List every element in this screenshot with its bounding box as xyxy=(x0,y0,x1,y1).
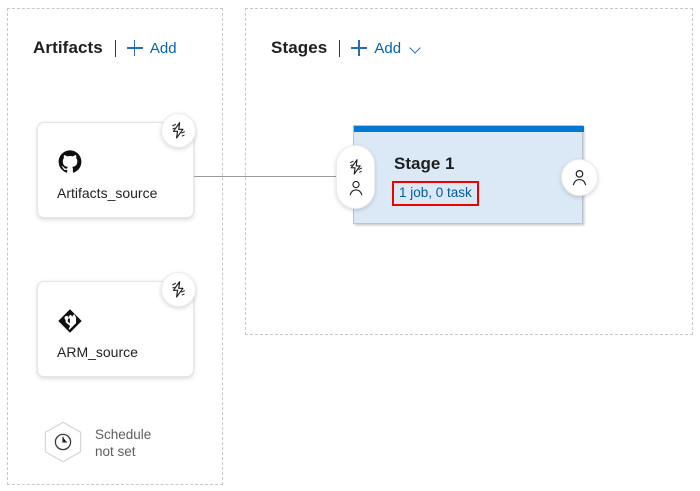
person-icon xyxy=(570,168,589,187)
post-deployment-conditions-button[interactable] xyxy=(561,159,598,196)
stages-header: Stages Add xyxy=(271,38,421,58)
plus-icon xyxy=(351,40,368,56)
add-stage-button[interactable]: Add xyxy=(351,40,421,57)
lightning-bolt-icon xyxy=(347,158,365,176)
header-divider xyxy=(114,39,116,57)
add-artifact-label: Add xyxy=(149,39,177,57)
github-icon xyxy=(57,149,83,175)
stage-title: Stage 1 xyxy=(394,154,455,173)
artifact-name: ARM_source xyxy=(57,344,138,360)
artifact-name: Artifacts_source xyxy=(57,185,158,201)
azure-repos-diamond-icon xyxy=(57,308,83,334)
artifacts-header: Artifacts Add xyxy=(33,38,177,58)
stages-panel xyxy=(245,8,693,335)
pre-deployment-conditions-button[interactable] xyxy=(336,145,375,209)
clock-hexagon-icon xyxy=(42,420,84,466)
person-icon xyxy=(347,179,365,197)
schedule-trigger[interactable]: Schedule not set xyxy=(42,420,151,466)
schedule-label: Schedule not set xyxy=(95,427,152,459)
header-divider xyxy=(339,39,341,57)
lightning-bolt-icon[interactable] xyxy=(161,113,196,148)
artifacts-title: Artifacts xyxy=(33,38,103,57)
chevron-down-icon[interactable] xyxy=(410,43,421,54)
stage-jobs-tasks-link[interactable]: 1 job, 0 task xyxy=(399,185,472,200)
stages-title: Stages xyxy=(271,38,328,57)
stage-status-bar xyxy=(354,126,584,132)
artifact-stage-connector xyxy=(194,176,340,177)
lightning-bolt-icon[interactable] xyxy=(161,272,196,307)
plus-icon xyxy=(126,40,143,56)
add-stage-label: Add xyxy=(374,39,402,57)
stage-jobs-tasks-highlight: 1 job, 0 task xyxy=(392,181,479,206)
stage-card[interactable]: Stage 1 1 job, 0 task xyxy=(353,125,584,224)
add-artifact-button[interactable]: Add xyxy=(126,39,177,57)
artifacts-panel xyxy=(7,8,223,485)
